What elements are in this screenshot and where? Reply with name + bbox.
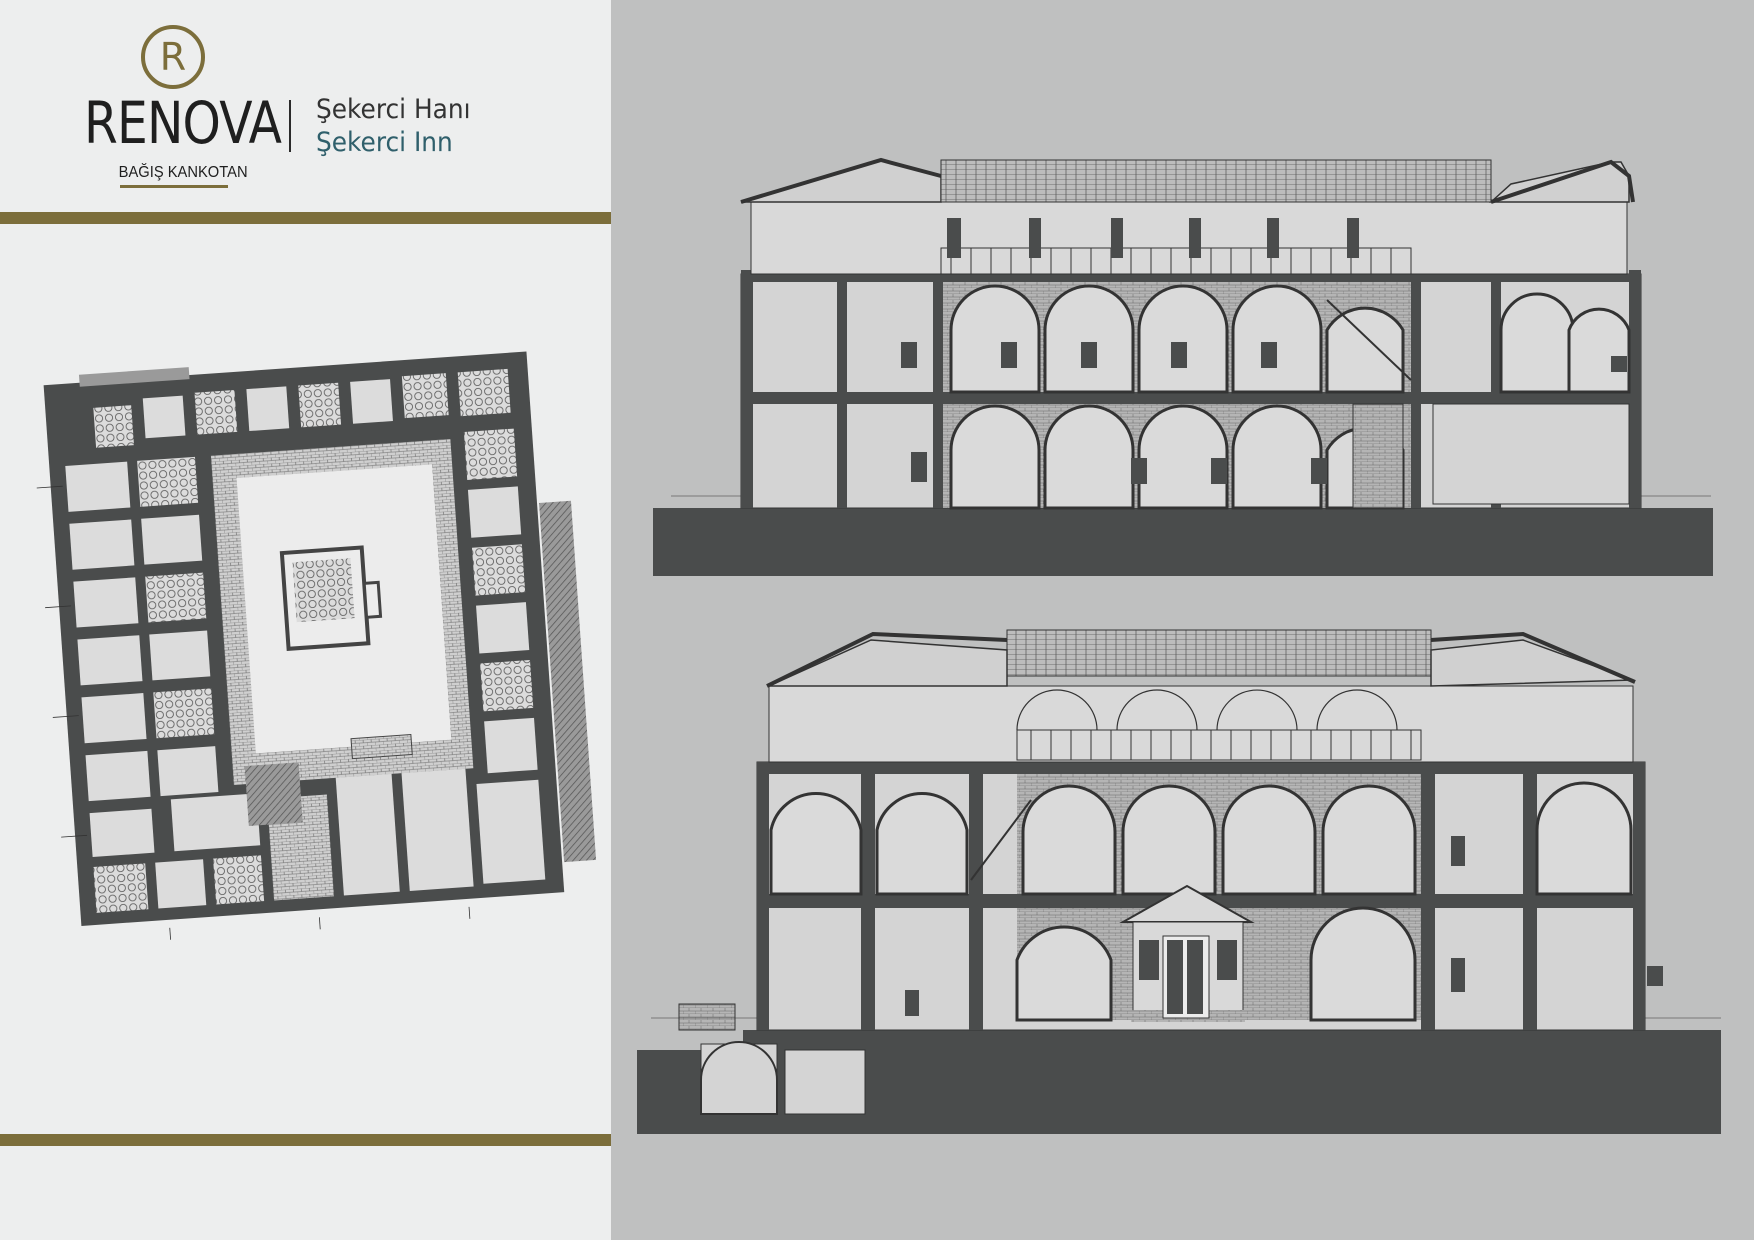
- project-title: Şekerci Hanı: [316, 94, 471, 125]
- logo-letter: R: [160, 35, 186, 79]
- title-divider: [289, 100, 291, 152]
- top-gold-bar: [0, 212, 611, 224]
- brand-underline: [120, 185, 228, 188]
- section-1: [653, 157, 1713, 576]
- left-panel: R RENOVA BAĞIŞ KANKOTAN Şekerci Hanı Şek…: [0, 0, 611, 1240]
- adjacent-structure-hatch: [539, 500, 597, 863]
- sections-drawing: [637, 157, 1721, 1134]
- logo-circle-icon: R: [141, 25, 205, 89]
- floor-plan-drawing: [36, 351, 597, 940]
- right-panel: [611, 0, 1754, 1240]
- brand-person: BAĞIŞ KANKOTAN: [118, 164, 248, 181]
- project-subtitle: Şekerci Inn: [316, 127, 453, 158]
- section-2: [637, 629, 1721, 1134]
- bottom-gold-bar: [0, 1134, 611, 1146]
